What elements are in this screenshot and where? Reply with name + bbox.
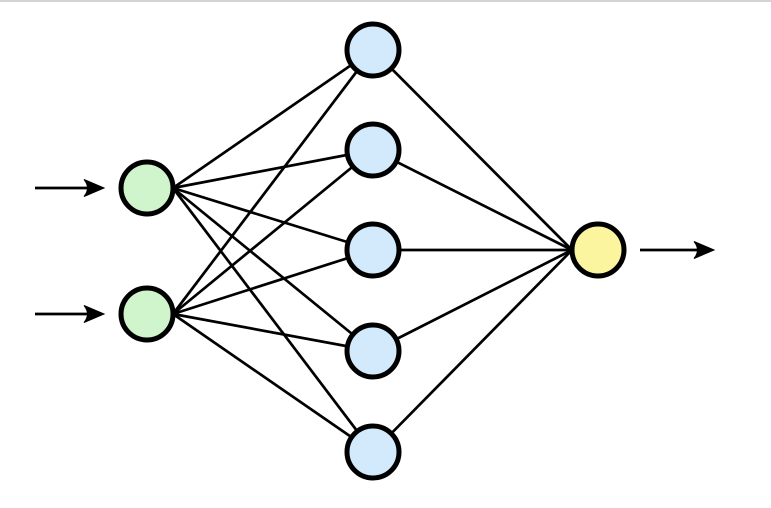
edge-input-node-1-to-hidden-node-5 (171, 187, 375, 453)
top-border-line (0, 0, 771, 2)
hidden-node-4 (344, 322, 402, 380)
hidden-node-3 (344, 221, 402, 279)
output-node-1 (569, 221, 627, 279)
edge-input-node-2-to-hidden-node-3 (172, 248, 374, 316)
edge-input-node-2-to-hidden-node-4 (172, 312, 374, 353)
edge-input-node-1-to-hidden-node-2 (172, 148, 374, 190)
edge-hidden-node-4-to-output-node-1 (372, 248, 573, 353)
edge-hidden-node-5-to-output-node-1 (372, 249, 573, 453)
output-arrow-head (693, 241, 716, 259)
input-node-2 (118, 285, 176, 343)
edge-input-node-2-to-hidden-node-2 (172, 148, 374, 316)
input-arrow-2-head (83, 305, 106, 323)
input-arrow-1-head (83, 179, 106, 197)
edge-hidden-node-2-to-output-node-1 (372, 148, 573, 252)
edge-input-node-1-to-hidden-node-4 (172, 186, 374, 353)
hidden-node-5 (344, 423, 402, 481)
input-node-1 (118, 159, 176, 217)
edge-input-node-1-to-hidden-node-3 (172, 186, 374, 252)
edge-hidden-node-1-to-output-node-1 (372, 49, 573, 251)
edge-input-node-2-to-hidden-node-5 (172, 312, 374, 454)
edge-input-node-2-to-hidden-node-1 (171, 49, 375, 315)
hidden-node-1 (344, 21, 402, 79)
edge-input-node-1-to-hidden-node-1 (172, 48, 374, 190)
hidden-node-2 (344, 121, 402, 179)
